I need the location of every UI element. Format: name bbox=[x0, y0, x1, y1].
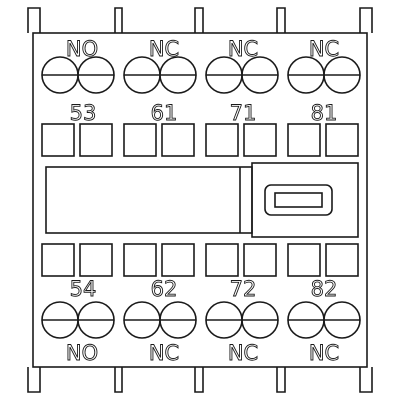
bottom-wire-entry bbox=[325, 243, 359, 277]
bottom-labels: NO NC NC NC bbox=[65, 341, 339, 366]
bottom-screw bbox=[241, 301, 279, 339]
top-screw bbox=[323, 56, 361, 94]
bottom-label-0: NO bbox=[66, 341, 98, 365]
top-wire-entry bbox=[243, 123, 277, 157]
bottom-wire-entry bbox=[123, 243, 157, 277]
bottom-wire-entry bbox=[287, 243, 321, 277]
top-tab-1 bbox=[114, 7, 123, 33]
top-screw bbox=[77, 56, 115, 94]
bottom-tab-3 bbox=[276, 367, 286, 393]
top-screw bbox=[159, 56, 197, 94]
bottom-screw bbox=[205, 301, 243, 339]
top-screw bbox=[287, 56, 325, 94]
bottom-number-0: 54 bbox=[70, 277, 97, 301]
bottom-label-2: NC bbox=[228, 341, 258, 365]
top-label-2: NC bbox=[228, 37, 258, 61]
top-number-0: 53 bbox=[70, 101, 97, 125]
top-wire-entry bbox=[205, 123, 239, 157]
bottom-number-3: 82 bbox=[311, 277, 338, 301]
bottom-wire-entry bbox=[41, 243, 75, 277]
top-wire-entry bbox=[161, 123, 195, 157]
top-wire-entry bbox=[41, 123, 75, 157]
top-labels: NO NC NC NC bbox=[65, 37, 339, 62]
top-number-3: 81 bbox=[311, 101, 338, 125]
top-wire-entry bbox=[123, 123, 157, 157]
bottom-screw bbox=[77, 301, 115, 339]
bottom-label-3: NC bbox=[309, 341, 339, 365]
bottom-screw bbox=[123, 301, 161, 339]
top-tab-left bbox=[27, 7, 41, 33]
bottom-number-2: 72 bbox=[230, 277, 257, 301]
top-terminals bbox=[41, 56, 361, 94]
bottom-tab-left bbox=[27, 367, 41, 393]
center-strip bbox=[45, 162, 359, 238]
top-wire-entry bbox=[79, 123, 113, 157]
top-screw bbox=[41, 56, 79, 94]
top-number-2: 71 bbox=[230, 101, 257, 125]
actuator-frame bbox=[251, 162, 359, 238]
top-tab-right bbox=[359, 7, 373, 33]
top-screw bbox=[205, 56, 243, 94]
bottom-wire-entries bbox=[41, 243, 359, 277]
bottom-screw bbox=[41, 301, 79, 339]
actuator-slot-inner bbox=[274, 192, 323, 208]
bottom-label-1: NC bbox=[149, 341, 179, 365]
bottom-tabs bbox=[27, 367, 373, 393]
top-wire-entries bbox=[41, 123, 359, 157]
bottom-screw bbox=[159, 301, 197, 339]
bottom-screw bbox=[323, 301, 361, 339]
top-wire-entry bbox=[325, 123, 359, 157]
bottom-wire-entry bbox=[79, 243, 113, 277]
top-tabs bbox=[27, 7, 373, 33]
bottom-tab-1 bbox=[114, 367, 123, 393]
top-label-3: NC bbox=[309, 37, 339, 61]
bottom-tab-right bbox=[359, 367, 373, 393]
top-wire-entry bbox=[287, 123, 321, 157]
marking-label-area bbox=[45, 166, 253, 234]
top-tab-2 bbox=[194, 7, 204, 33]
bottom-terminals bbox=[41, 301, 361, 339]
bottom-numbers: 54 62 72 82 bbox=[69, 277, 338, 302]
top-screw bbox=[123, 56, 161, 94]
bottom-tab-2 bbox=[194, 367, 204, 393]
top-tab-3 bbox=[276, 7, 286, 33]
bottom-number-1: 62 bbox=[151, 277, 178, 301]
bottom-wire-entry bbox=[205, 243, 239, 277]
bottom-wire-entry bbox=[243, 243, 277, 277]
top-screw bbox=[241, 56, 279, 94]
bottom-screw bbox=[287, 301, 325, 339]
top-number-1: 61 bbox=[151, 101, 178, 125]
top-numbers: 53 61 71 81 bbox=[69, 101, 338, 126]
block-body bbox=[32, 32, 368, 368]
bottom-wire-entry bbox=[161, 243, 195, 277]
actuator-slot-outer bbox=[264, 184, 333, 216]
